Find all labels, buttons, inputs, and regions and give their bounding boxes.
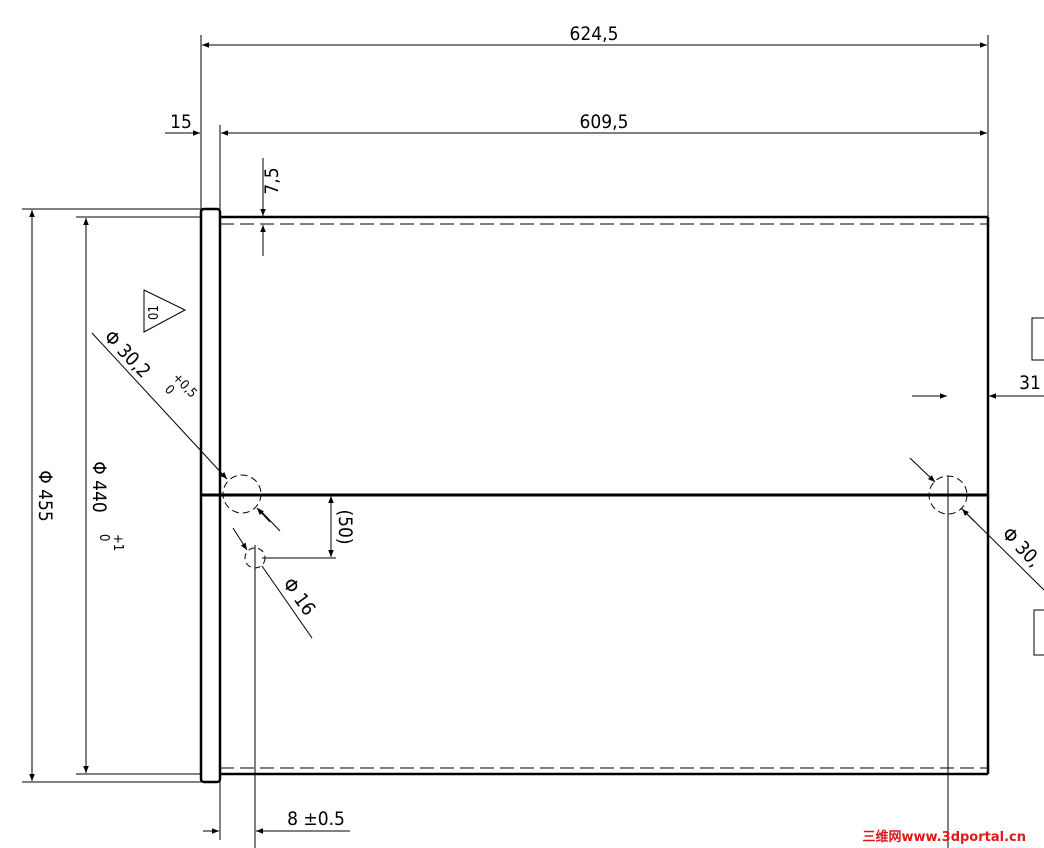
label-455: Φ 455 <box>34 470 56 522</box>
datum-tag-right-bottom <box>1033 609 1044 656</box>
leaders <box>91 332 1044 639</box>
svg-text:01: 01 <box>147 305 162 320</box>
extension-lines <box>22 35 989 840</box>
leader-hole-small <box>232 527 248 551</box>
label-hole-left: Φ 30,2 <box>99 326 154 382</box>
label-hole-right: Φ 30, <box>997 523 1044 571</box>
label-8: 8 ±0.5 <box>287 808 345 830</box>
label-440-tol-upper: +1 <box>110 534 125 551</box>
label-hole-small: Φ 16 <box>278 574 320 620</box>
label-15: 15 <box>170 111 192 133</box>
leader-hole-left <box>91 332 228 480</box>
svg-text:01: 01 <box>1040 334 1044 349</box>
datum-tag-right-top: 01 <box>1031 317 1044 361</box>
dimension-lines <box>29 42 1044 834</box>
label-440-tol-lower: 0 <box>96 534 111 541</box>
datum-tag-left: 01 <box>143 289 187 333</box>
label-624: 624,5 <box>570 23 619 45</box>
label-7: 7,5 <box>261 167 283 194</box>
leader-hole-right <box>909 457 936 483</box>
label-hole-left-tol-lower: 0 <box>161 382 177 398</box>
label-31: 31 <box>1019 372 1041 394</box>
hole-left <box>222 474 262 514</box>
label-609: 609,5 <box>580 111 629 133</box>
holes <box>222 474 968 848</box>
part-outline <box>199 207 990 784</box>
label-50: (50) <box>334 509 356 544</box>
watermark: 三维网www.3dportal.cn <box>863 829 1026 845</box>
dimension-labels: 624,5 609,5 15 7,5 Φ 455 Φ 440 +1 0 Φ 30… <box>34 23 1044 830</box>
label-440: Φ 440 <box>88 461 110 513</box>
